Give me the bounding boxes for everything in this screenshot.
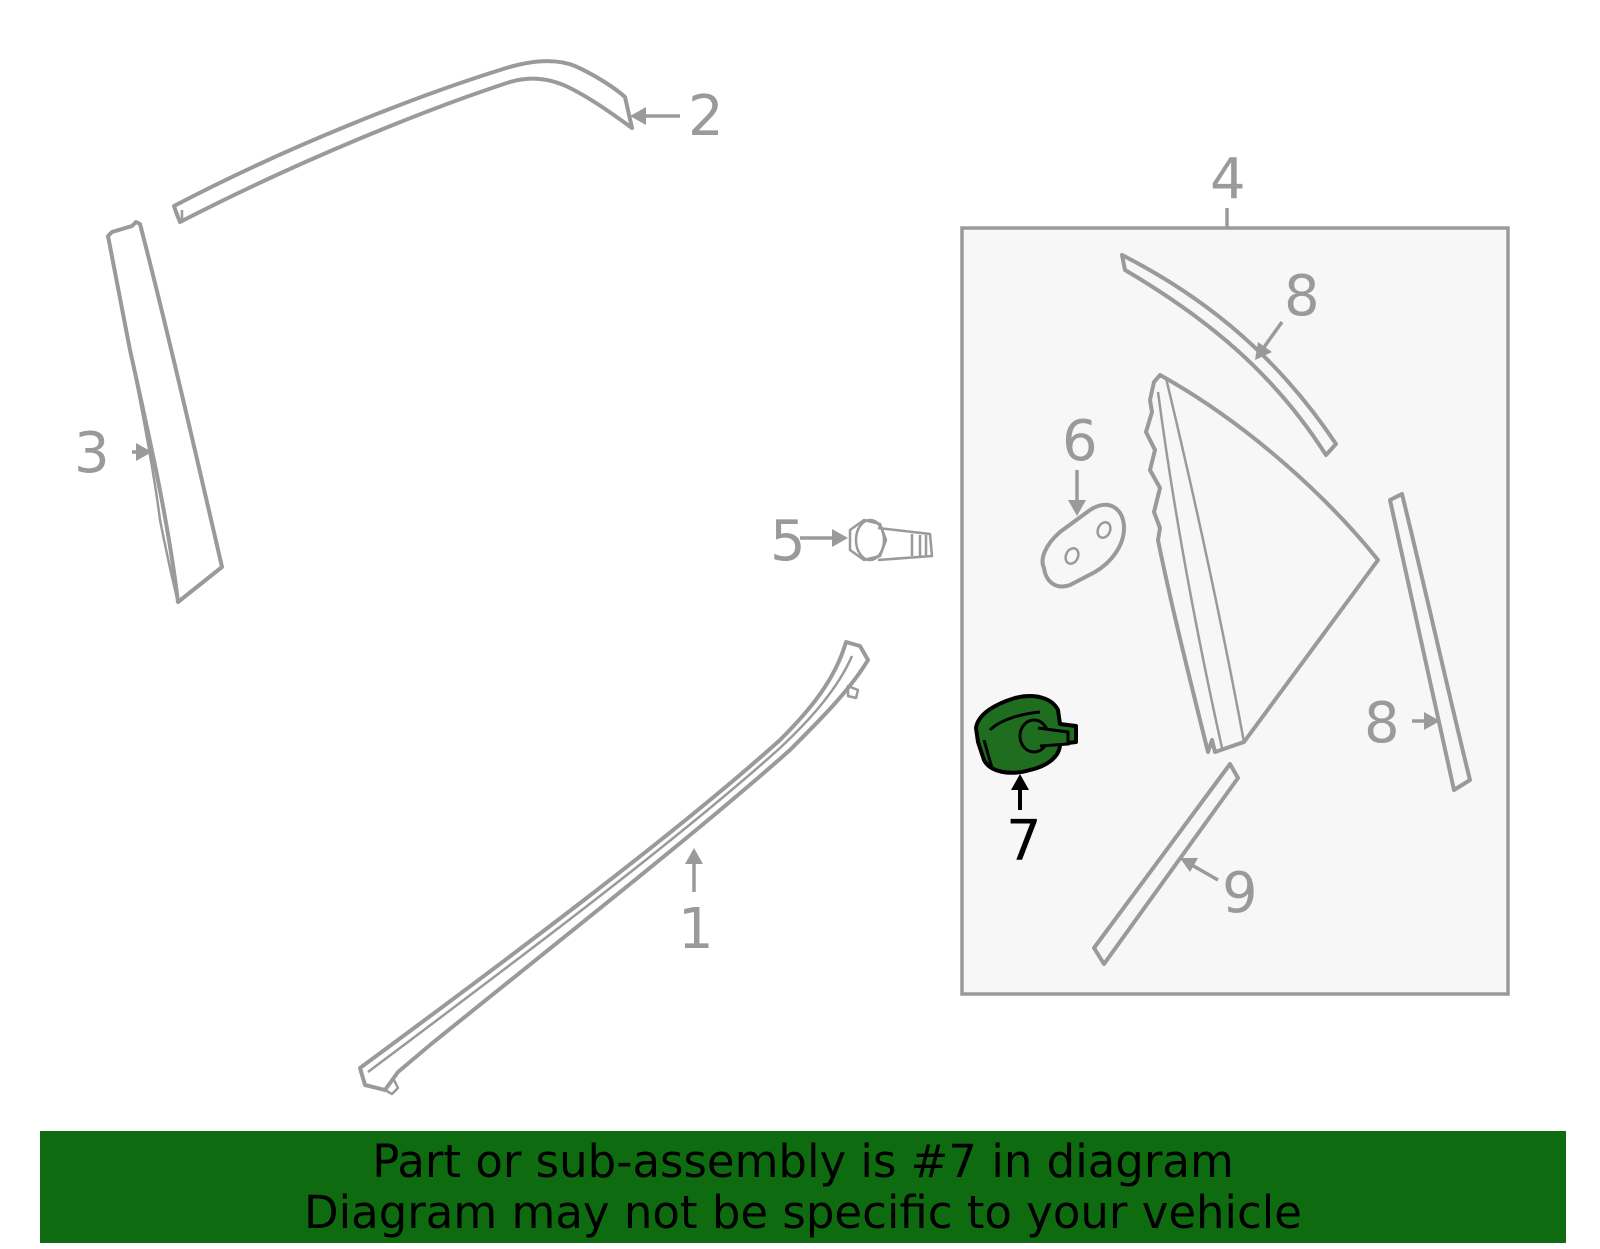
subassembly-box xyxy=(960,226,1510,996)
part-3-pillar-molding xyxy=(106,220,224,604)
part-5-screw xyxy=(848,518,934,562)
callout-8-right: 8 xyxy=(1364,691,1400,756)
callout-3: 3 xyxy=(74,421,110,486)
callout-5: 5 xyxy=(770,509,806,574)
info-banner: Part or sub-assembly is #7 in diagram Di… xyxy=(40,1131,1566,1243)
part-2-roof-molding xyxy=(172,59,634,224)
callout-4: 4 xyxy=(1210,147,1246,212)
part-9-lower-seal xyxy=(1092,762,1240,966)
leader-9 xyxy=(1189,862,1219,882)
callout-8-upper: 8 xyxy=(1284,264,1320,329)
part-7-clip-highlighted xyxy=(974,694,1078,775)
part-6-bracket xyxy=(1040,502,1126,589)
part-8-upper-seal xyxy=(1120,253,1338,457)
callout-7: 7 xyxy=(1006,809,1042,874)
leader-arrows xyxy=(132,107,1440,892)
part-8-right-seal xyxy=(1388,492,1472,792)
banner-line-1: Part or sub-assembly is #7 in diagram xyxy=(372,1135,1234,1188)
callout-1: 1 xyxy=(678,897,714,962)
callout-2: 2 xyxy=(688,84,724,149)
callout-labels: 2 4 8 3 6 5 8 7 9 1 xyxy=(74,84,1400,962)
callout-9: 9 xyxy=(1222,861,1258,926)
part-1-belt-molding xyxy=(358,640,870,1096)
banner-line-2: Diagram may not be specific to your vehi… xyxy=(304,1186,1302,1239)
callout-6: 6 xyxy=(1062,409,1098,474)
leader-8a xyxy=(1260,320,1284,352)
quarter-glass xyxy=(1144,373,1380,754)
